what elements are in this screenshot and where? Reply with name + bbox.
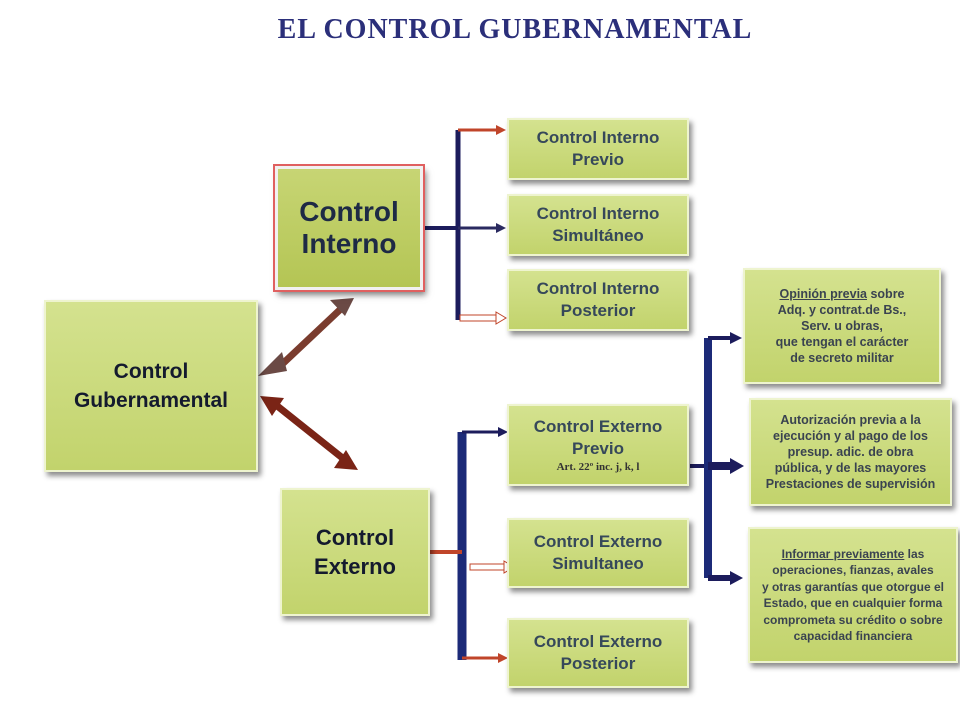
- externo-previo-line2: Previo: [572, 439, 624, 458]
- previo-item-autorizacion-line1: Autorización previa a la: [780, 413, 921, 427]
- previo-item-opinion-line5: de secreto militar: [790, 351, 894, 365]
- previo-item-informar-line5: comprometa su crédito o sobre: [763, 612, 943, 627]
- externo-previo-line1: Control Externo: [533, 417, 663, 436]
- page-title: EL CONTROL GUBERNAMENTAL: [277, 14, 753, 45]
- control-externo-previo-box: Control Externo Previo Art. 22º inc. j, …: [507, 404, 689, 486]
- interno-posterior-line1: Control Interno: [536, 279, 660, 298]
- externo-line2: Externo: [314, 554, 396, 579]
- previo-item-informar-line3: y otras garantías que otorgue el: [761, 579, 945, 594]
- externo-posterior-line1: Control Externo: [533, 632, 663, 651]
- arrow-to-interno: [258, 298, 354, 376]
- root-line2: Gubernamental: [73, 389, 229, 412]
- previo-item-opinion-line1: Opinión previa sobre: [779, 287, 905, 301]
- control-interno-previo-box: Control Interno Previo: [507, 118, 689, 180]
- previo-item-informar-line6: capacidad financiera: [793, 629, 913, 643]
- externo-previo-note: Art. 22º inc. j, k, l: [556, 461, 640, 473]
- previo-bracket: [690, 332, 744, 585]
- previo-item-autorizacion-line2: ejecución y al pago de los: [773, 429, 928, 443]
- previo-item-opinion-line3: Serv. u obras,: [801, 319, 883, 333]
- externo-posterior-line2: Posterior: [560, 654, 636, 673]
- previo-item-opinion-line4: que tengan el carácter: [775, 335, 909, 349]
- previo-item-informar-line4: Estado, que en cualquier forma: [763, 596, 943, 610]
- arrow-to-externo: [260, 396, 358, 470]
- previo-item-informar-line1: Informar previamente las: [781, 546, 925, 561]
- externo-simultaneo-line2: Simultaneo: [552, 554, 644, 573]
- externo-line1: Control: [315, 525, 395, 550]
- externo-simultaneo-line1: Control Externo: [533, 532, 663, 551]
- control-interno-box: Control Interno: [275, 166, 423, 290]
- previo-item-autorizacion: Autorización previa a la ejecución y al …: [749, 398, 952, 506]
- previo-item-opinion: Opinión previa sobre Adq. y contrat.de B…: [743, 268, 941, 384]
- interno-bracket: [424, 125, 507, 325]
- previo-item-informar-line2: operaciones, fianzas, avales: [772, 563, 934, 577]
- interno-posterior-line2: Posterior: [560, 301, 636, 320]
- previo-item-autorizacion-line3: presup. adic. de obra: [787, 445, 914, 459]
- root-line1: Control: [113, 360, 189, 383]
- interno-line2: Interno: [301, 228, 397, 259]
- control-interno-simultaneo-box: Control Interno Simultáneo: [507, 194, 689, 256]
- interno-simultaneo-line2: Simultáneo: [552, 226, 644, 245]
- control-gubernamental-box: Control Gubernamental: [44, 300, 258, 472]
- previo-item-opinion-line2: Adq. y contrat.de Bs.,: [777, 303, 907, 317]
- interno-previo-line2: Previo: [572, 150, 624, 169]
- control-externo-simultaneo-box: Control Externo Simultaneo: [507, 518, 689, 588]
- interno-previo-line1: Control Interno: [536, 128, 660, 147]
- previo-item-autorizacion-line5: Prestaciones de supervisión: [765, 477, 936, 491]
- externo-bracket: [430, 427, 515, 663]
- control-interno-posterior-box: Control Interno Posterior: [507, 269, 689, 331]
- control-externo-posterior-box: Control Externo Posterior: [507, 618, 689, 688]
- interno-line1: Control: [299, 196, 399, 227]
- previo-item-autorizacion-line4: pública, y de las mayores: [774, 461, 927, 475]
- previo-item-informar: Informar previamente las operaciones, fi…: [748, 527, 958, 663]
- interno-simultaneo-line1: Control Interno: [536, 204, 660, 223]
- control-externo-box: Control Externo: [280, 488, 430, 616]
